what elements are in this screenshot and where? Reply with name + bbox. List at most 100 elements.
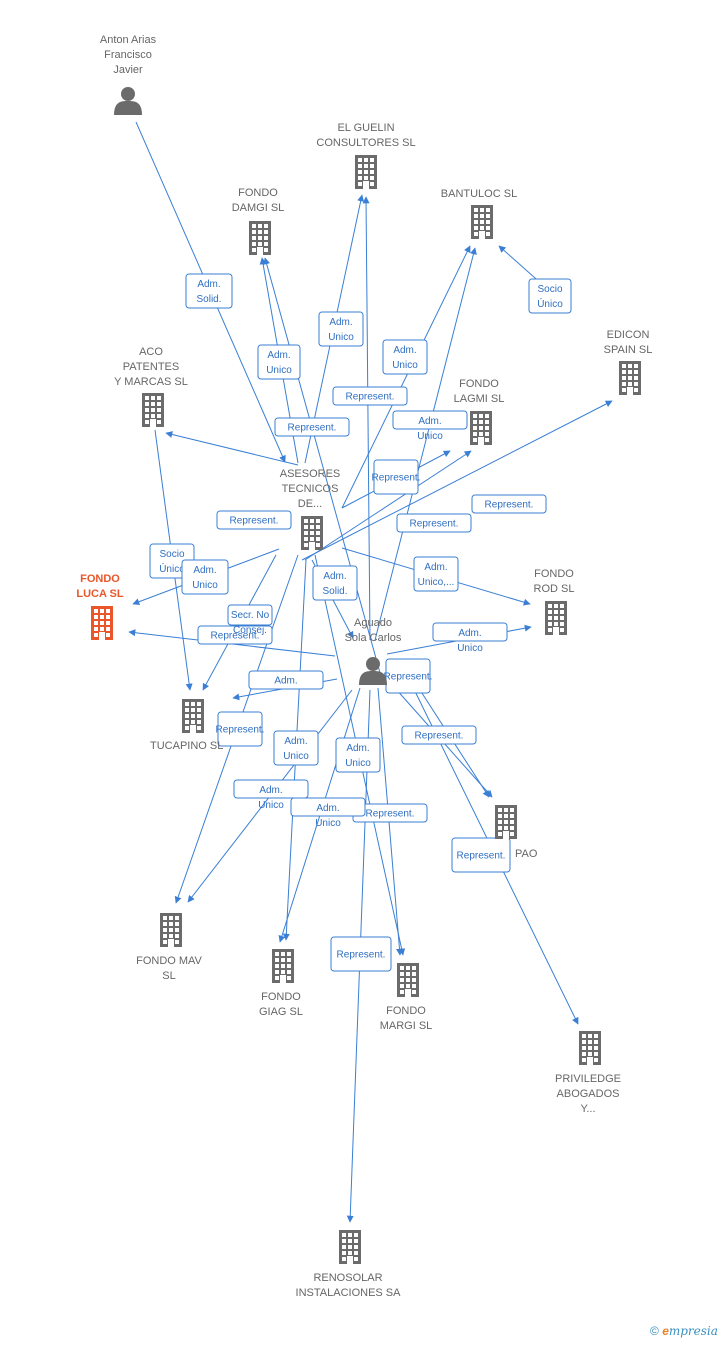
relation-label-text: Unico bbox=[457, 643, 483, 654]
relation-label-text: Adm. bbox=[274, 676, 297, 687]
relation-label-7[interactable]: Represent. bbox=[216, 510, 292, 530]
relation-label-text: Adm. bbox=[329, 317, 352, 328]
node-label: SL bbox=[162, 970, 175, 982]
relation-label-27[interactable]: Represent. bbox=[372, 459, 421, 495]
building-icon bbox=[339, 1230, 361, 1264]
relation-label-text: Adm. bbox=[346, 743, 369, 754]
relation-label-text: Adm. bbox=[458, 628, 481, 639]
node-label: PRIVILEDGE bbox=[555, 1073, 621, 1085]
relation-label-text: Solid. bbox=[196, 294, 221, 305]
relation-label-text: Adm. bbox=[193, 565, 216, 576]
relation-label-17[interactable]: Represent. bbox=[384, 658, 433, 694]
relation-label-text: Represent. bbox=[372, 473, 421, 484]
relation-label-22[interactable]: Adm.Unico bbox=[233, 779, 309, 811]
relation-label-text: Represent. bbox=[216, 725, 265, 736]
node-label: LAGMI SL bbox=[454, 393, 505, 405]
empresia-watermark[interactable]: © empresia bbox=[650, 1324, 718, 1338]
relation-label-text: Represent. bbox=[415, 731, 464, 742]
building-icon bbox=[249, 221, 271, 255]
node-pao[interactable]: PAO bbox=[495, 805, 538, 860]
relation-label-15[interactable]: Adm. Unico bbox=[432, 622, 508, 654]
relation-label-24[interactable]: Represent. bbox=[401, 725, 477, 745]
copyright-symbol: © bbox=[650, 1324, 659, 1338]
relation-label-text: Unico bbox=[392, 360, 418, 371]
relation-label-13[interactable]: Adm.Unico bbox=[181, 559, 229, 595]
node-priviledge[interactable]: PRIVILEDGEABOGADOSY... bbox=[555, 1031, 621, 1115]
relation-label-26[interactable]: Represent. bbox=[451, 837, 511, 873]
relation-label-20[interactable]: Adm.Unico bbox=[273, 730, 319, 766]
relation-label-text: Unico,... bbox=[418, 577, 455, 588]
relation-label-4[interactable]: Represent. bbox=[274, 417, 350, 437]
relation-label-10[interactable]: Represent. bbox=[471, 494, 547, 514]
relation-label-11[interactable]: Represent. bbox=[197, 625, 273, 645]
relation-label-text: Único bbox=[537, 297, 563, 310]
node-asesores[interactable]: ASESORESTECNICOSDE... bbox=[280, 468, 341, 550]
node-label: Anton Arias bbox=[100, 34, 157, 46]
node-label: RENOSOLAR bbox=[313, 1272, 382, 1284]
relation-label-8[interactable]: Adm.Unico bbox=[392, 410, 468, 442]
relation-label-text: Socio bbox=[537, 284, 562, 295]
node-label: ASESORES bbox=[280, 468, 341, 480]
node-label: BANTULOC SL bbox=[441, 188, 517, 200]
node-rod[interactable]: FONDO ROD SL bbox=[534, 568, 575, 635]
node-label: EDICON bbox=[607, 329, 650, 341]
relation-edge-10 bbox=[301, 400, 613, 561]
node-label: CONSULTORES SL bbox=[316, 137, 415, 149]
relation-label-19[interactable]: Represent. bbox=[216, 711, 265, 747]
node-label: ROD SL bbox=[534, 583, 575, 595]
node-label: FONDO bbox=[534, 568, 574, 580]
relation-label-21[interactable]: Adm.Unico bbox=[335, 737, 381, 773]
building-icon bbox=[182, 699, 204, 733]
relation-label-5[interactable]: Represent. bbox=[332, 386, 408, 406]
relation-label-text: Adm. bbox=[323, 571, 346, 582]
node-tucapino[interactable]: TUCAPINO SL bbox=[150, 699, 223, 752]
relation-label-0[interactable]: Adm.Solid. bbox=[185, 273, 233, 309]
relation-label-3[interactable]: Adm.Unico bbox=[382, 339, 428, 375]
building-icon bbox=[470, 411, 492, 445]
relation-label-text: Unico bbox=[266, 365, 292, 376]
relation-label-9[interactable]: Represent. bbox=[396, 513, 472, 533]
node-label: FONDO bbox=[238, 187, 278, 199]
relation-edge-19 bbox=[263, 257, 383, 681]
relation-edge-4 bbox=[165, 431, 299, 466]
relation-label-23[interactable]: Adm.Unico bbox=[290, 797, 366, 829]
relation-label-text: Único bbox=[159, 562, 185, 575]
relation-label-2[interactable]: Adm.Unico bbox=[318, 311, 364, 347]
relation-label-16[interactable]: Adm. bbox=[248, 670, 324, 690]
relation-label-text: Represent. bbox=[346, 392, 395, 403]
node-label: TUCAPINO SL bbox=[150, 740, 223, 752]
relation-label-text: Socio bbox=[159, 549, 184, 560]
relation-label-text: Represent. bbox=[410, 519, 459, 530]
building-icon bbox=[160, 913, 182, 947]
relation-label-1[interactable]: Adm.Unico bbox=[257, 344, 301, 380]
node-label: DAMGI SL bbox=[232, 202, 285, 214]
relation-label-14[interactable]: Adm.Solid. bbox=[312, 565, 358, 601]
node-label: PAO bbox=[515, 848, 538, 860]
relation-label-25[interactable]: Represent. bbox=[330, 936, 392, 972]
node-bantuloc[interactable]: BANTULOC SL bbox=[441, 188, 517, 239]
node-label: Aguado bbox=[354, 617, 392, 629]
relation-label-28[interactable]: Adm.Unico,... bbox=[413, 556, 459, 592]
building-icon bbox=[355, 155, 377, 189]
node-label: LUCA SL bbox=[76, 588, 124, 600]
node-label: ABOGADOS bbox=[557, 1088, 620, 1100]
building-icon bbox=[91, 606, 113, 640]
node-damgi[interactable]: FONDO DAMGI SL bbox=[232, 187, 285, 255]
node-label: Francisco bbox=[104, 49, 152, 61]
building-icon bbox=[619, 361, 641, 395]
relation-label-text: Unico bbox=[258, 800, 284, 811]
